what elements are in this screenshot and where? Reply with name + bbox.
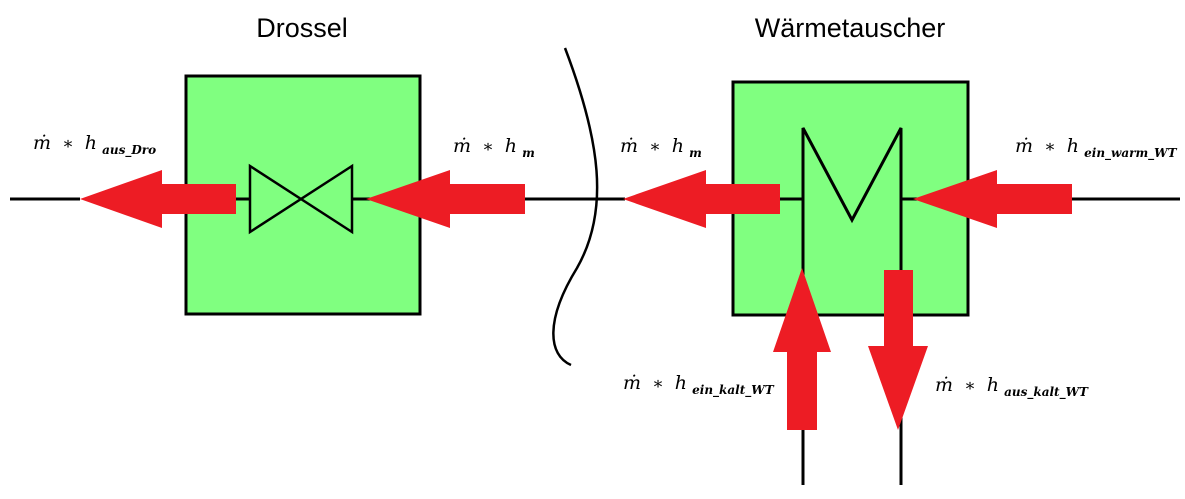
label-throttle-out: ṁ ∗ h aus_Dro bbox=[33, 132, 156, 158]
valve-icon bbox=[248, 163, 354, 235]
separator-curve bbox=[552, 47, 599, 367]
throttle-title: Drossel bbox=[256, 13, 348, 43]
label-throttle-in: ṁ ∗ h m bbox=[453, 135, 535, 160]
arrow-throttle-in bbox=[366, 170, 525, 228]
arrow-hx-warm-in bbox=[913, 170, 1072, 228]
label-hx-warm-in: ṁ ∗ h ein_warm_WT bbox=[1015, 135, 1178, 161]
arrow-hx-cold-in bbox=[773, 268, 831, 430]
heat-exchanger-title: Wärmetauscher bbox=[755, 13, 946, 43]
heat-exchanger-icon bbox=[801, 127, 903, 485]
arrow-throttle-out bbox=[80, 170, 236, 228]
arrow-hx-out bbox=[623, 170, 780, 228]
label-hx-cold-out: ṁ ∗ h aus_kalt_WT bbox=[935, 374, 1089, 400]
arrow-hx-cold-out bbox=[868, 270, 928, 430]
label-hx-out: ṁ ∗ h m bbox=[620, 135, 702, 160]
label-hx-cold-in: ṁ ∗ h ein_kalt_WT bbox=[623, 372, 775, 398]
